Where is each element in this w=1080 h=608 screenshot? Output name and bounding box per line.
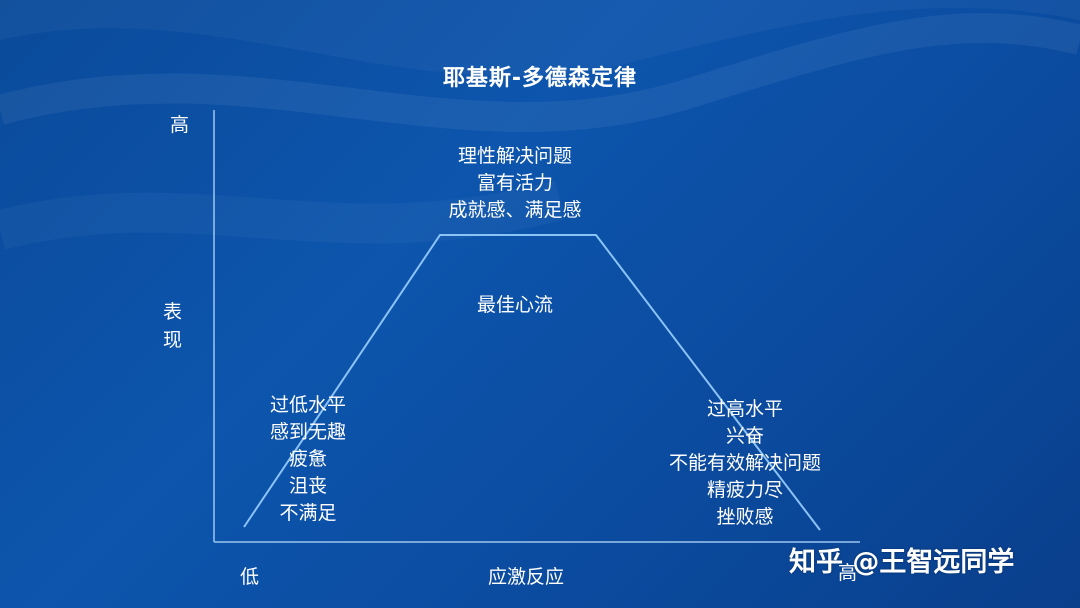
x-axis-high-label: 高 — [838, 562, 858, 584]
optimal-zone-description: 理性解决问题 富有活力 成就感、满足感 — [420, 143, 610, 224]
low-arousal-description: 过低水平 感到无趣 疲惫 沮丧 不满足 — [248, 392, 368, 527]
high-line-2: 兴奋 — [725, 425, 764, 447]
y-axis-title-line-2: 现 — [163, 329, 183, 351]
y-axis-high-label: 高 — [170, 114, 190, 136]
performance-curve — [243, 234, 821, 531]
x-axis-title: 应激反应 — [488, 566, 565, 588]
high-line-4: 精疲力尽 — [706, 479, 783, 501]
zhihu-watermark: 知乎 @王智远同学 — [789, 547, 1015, 578]
low-line-1: 过低水平 — [269, 394, 346, 416]
high-arousal-description: 过高水平 兴奋 不能有效解决问题 精疲力尽 挫败感 — [645, 396, 845, 531]
diagram-title: 耶基斯-多德森定律 — [442, 66, 638, 91]
low-line-5: 不满足 — [279, 502, 337, 524]
optimal-line-3: 成就感、满足感 — [448, 199, 582, 221]
low-line-3: 疲惫 — [288, 448, 327, 470]
high-line-3: 不能有效解决问题 — [668, 452, 821, 474]
low-line-4: 沮丧 — [288, 475, 327, 497]
optimal-line-2: 富有活力 — [476, 172, 553, 194]
high-line-5: 挫败感 — [716, 506, 774, 528]
y-axis-title: 表 现 — [163, 298, 182, 354]
low-line-2: 感到无趣 — [269, 421, 346, 443]
optimal-line-1: 理性解决问题 — [457, 145, 572, 167]
x-axis-low-label: 低 — [240, 566, 260, 588]
y-axis-title-line-1: 表 — [163, 301, 183, 323]
optimal-flow-label: 最佳心流 — [476, 294, 553, 316]
high-line-1: 过高水平 — [706, 398, 783, 420]
